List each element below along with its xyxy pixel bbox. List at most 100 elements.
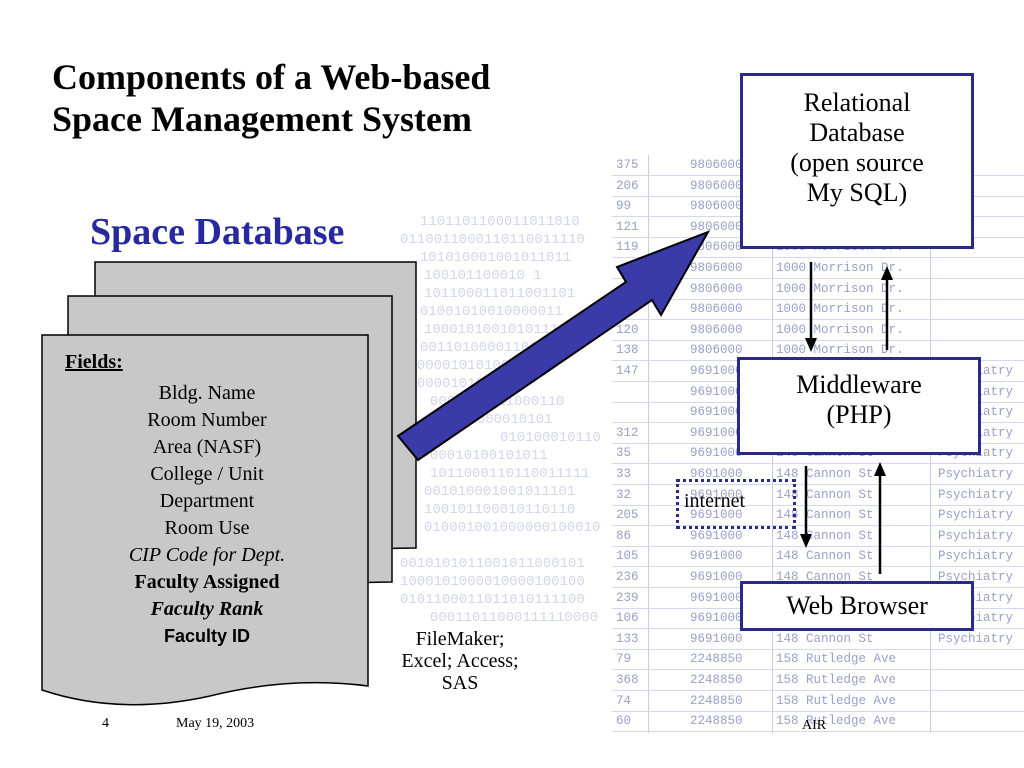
table-cell: 133 (616, 631, 639, 646)
field-item: Faculty ID (163, 626, 251, 646)
table-cell: 1000 Morrison Dr. (776, 343, 904, 358)
table-cell: Psychiatry (938, 528, 1014, 543)
tools-line-3: SAS (441, 672, 479, 694)
table-row: 74 2248850 158 Rutledge Ave (612, 691, 1024, 712)
field-item: Faculty Rank (150, 598, 264, 620)
table-cell: 9806000 (690, 199, 743, 214)
table-cell: 121 (616, 219, 639, 234)
table-cell: 206 (616, 178, 639, 193)
table-cell: 9806000 (690, 281, 743, 296)
table-cell: 148 Cannon St (776, 549, 874, 564)
arrowhead (881, 266, 893, 280)
table-cell: 2248850 (690, 693, 743, 708)
fields-label: Fields: (65, 351, 123, 373)
table-cell: 368 (616, 673, 639, 687)
field-item: Faculty Assigned (134, 571, 280, 593)
footer-label: AIR (802, 718, 827, 733)
binary-row: 01001010010000011 (420, 304, 563, 320)
table-cell: 148 Cannon St (776, 570, 874, 584)
table-cell: 79 (616, 652, 632, 667)
table-cell: 105 (616, 549, 639, 564)
binary-row: 1000101001010111 (424, 322, 559, 338)
table-cell: 148 Cannon St (776, 487, 874, 502)
table-row: 205 9691000 148 Cannon St Psychiatry (612, 505, 1024, 527)
box-line: Database (809, 118, 905, 147)
binary-row: 0110011000110110011110 (400, 232, 585, 248)
field-item: CIP Code for Dept. (128, 544, 286, 566)
internet-box (676, 479, 796, 529)
binary-row: 00011011000111110000 (430, 610, 599, 626)
web-browser-box: Web Browser (740, 581, 974, 631)
table-cell: 9691000 (690, 405, 743, 420)
slide-title-line-1: Components of a Web-based (52, 57, 491, 97)
table-cell: 9806000 (690, 302, 743, 317)
box-line: Relational (803, 88, 911, 117)
table-cell: 74 (616, 693, 632, 708)
table-divider (648, 155, 649, 733)
table-cell: 9806000 (690, 261, 743, 275)
table-cell: 9691000 (690, 425, 743, 440)
table-cell: 147 (616, 364, 639, 378)
binary-row: 100101100010 1 (424, 268, 542, 284)
binary-row: 1101101100011011010 (420, 214, 580, 230)
table-cell: 9691000 (690, 384, 743, 399)
table-cell: 99 (616, 199, 632, 214)
binary-row: 0010101011001011000101 (400, 556, 585, 572)
tools-note: FileMaker; Excel; Access; SAS (370, 628, 550, 694)
field-item: Bldg. Name (158, 382, 256, 404)
binary-row: 010100010110 (500, 430, 601, 446)
table-cell: 158 Rutledge Ave (776, 714, 897, 729)
field-item: Room Number (147, 409, 267, 431)
table-cell: 33 (616, 467, 632, 481)
table-cell: 32 (616, 487, 632, 502)
field-item: College / Unit (150, 463, 264, 485)
arrowhead (874, 462, 886, 476)
table-cell: 9691000 (690, 508, 743, 523)
table-cell: 1000 Morrison Dr. (776, 322, 904, 337)
table-cell: Psychiatry (938, 508, 1014, 523)
table-cell: 9691000 (690, 487, 743, 502)
table-cell: 205 (616, 508, 639, 523)
binary-row: 1011000110110011111 (430, 466, 590, 482)
slide-title-line-2: Space Management System (52, 99, 472, 139)
table-row: 9806000 1000 Morrison Dr. (612, 258, 1024, 279)
table-cell: 9806000 (690, 219, 743, 234)
table-cell: 60 (616, 714, 632, 729)
table-cell: 1000 Morrison Dr. (776, 281, 904, 296)
table-cell: 2248850 (690, 673, 743, 687)
table-row: 9806000 1000 Morrison Dr. (612, 279, 1024, 300)
box-line: My SQL) (806, 178, 908, 207)
field-item: Room Use (164, 517, 250, 539)
table-cell: 1000 Morrison Dr. (776, 261, 904, 275)
table-cell: 9691000 (690, 590, 743, 605)
table-cell: Psychiatry (938, 570, 1014, 584)
table-cell: 239 (616, 590, 639, 605)
table-cell: 375 (616, 158, 639, 172)
binary-row: 100101100010110110 (424, 502, 576, 518)
field-item: Department (159, 490, 255, 512)
binary-row: 101100011011001101 (424, 286, 576, 302)
binary-row: 0101100011011010111100 (400, 592, 585, 608)
table-cell: 158 Rutledge Ave (776, 652, 897, 667)
table-cell: Psychiatry (938, 487, 1014, 502)
binary-row: 001010001001011101 (424, 484, 576, 500)
table-cell: 9806000 (690, 178, 743, 193)
table-cell: 148 Cannon St (776, 508, 874, 523)
box-line: (open source (790, 148, 924, 177)
table-cell: 148 Cannon St (776, 467, 874, 481)
table-cell: 158 Rutledge Ave (776, 693, 897, 708)
binary-row: 010001001000000100010 (424, 520, 601, 536)
table-cell: 9806000 (690, 322, 743, 337)
table-cell: 35 (616, 446, 632, 461)
table-cell: 312 (616, 425, 639, 440)
table-cell: 236 (616, 570, 639, 584)
table-cell: 9691000 (690, 549, 743, 564)
table-cell: 9691000 (690, 467, 743, 481)
binary-row: 00010100101011 (430, 448, 548, 464)
table-cell: 158 Rutledge Ave (776, 673, 897, 687)
